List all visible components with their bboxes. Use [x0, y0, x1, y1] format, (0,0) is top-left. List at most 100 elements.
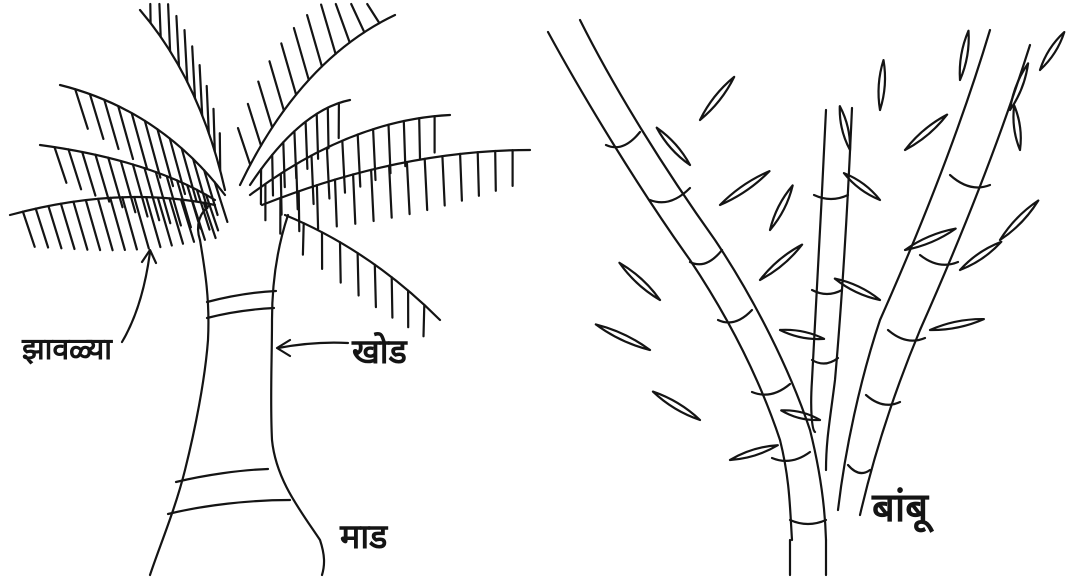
- bamboo-node: [812, 358, 838, 364]
- palm-leaflet: [351, 4, 364, 32]
- bamboo-leaf: [1013, 105, 1020, 150]
- palm-leaflet: [185, 30, 188, 82]
- palm-leaflet: [327, 148, 330, 199]
- bamboo-culm-edge: [838, 30, 990, 510]
- bamboo-leaf: [770, 185, 793, 230]
- palm-leaflet: [303, 223, 304, 255]
- palm-leaflet: [294, 131, 296, 178]
- palm-leaflet: [328, 108, 329, 149]
- palm-trunk-right-edge: [271, 215, 324, 575]
- bamboo-node: [790, 520, 826, 524]
- label-leaflets: झावळ्या: [22, 335, 112, 365]
- bamboo-leaf: [780, 330, 824, 339]
- palm-leaflet: [495, 151, 496, 191]
- palm-leaflet: [335, 180, 337, 227]
- palm-leaflet: [312, 156, 314, 205]
- palm-leaflet: [104, 100, 118, 149]
- bamboo-leaf: [760, 245, 802, 280]
- palm-leaflet: [82, 152, 95, 196]
- label-bamboo: बांबू: [872, 488, 928, 528]
- palm-leaflet: [75, 89, 88, 129]
- bamboo-culm-edge: [811, 110, 826, 432]
- bamboo-clump: [548, 20, 1064, 575]
- palm-leaflet: [181, 200, 194, 242]
- palm-leaflet: [96, 155, 110, 202]
- palm-leaflet: [23, 212, 35, 247]
- bamboo-leaves: [596, 31, 1065, 460]
- palm-leaflet: [375, 265, 376, 307]
- palm-leaflet: [159, 4, 160, 37]
- palm-frond-rachis: [285, 215, 440, 320]
- bamboo-leaf: [657, 128, 690, 165]
- palm-leaflet: [392, 277, 393, 317]
- palm-leaflet: [299, 191, 300, 231]
- palm-leaflet: [281, 43, 296, 94]
- bamboo-leaf: [730, 445, 778, 460]
- palm-leaflet: [248, 104, 261, 146]
- palm-frond-rachis: [250, 100, 350, 185]
- palm-leaflet: [272, 155, 273, 196]
- palm-leaflet: [371, 170, 374, 221]
- palm-trunk-ring: [207, 308, 274, 318]
- palm-trunk-ring: [168, 500, 290, 514]
- palm-leaflet: [358, 253, 359, 296]
- bamboo-leaf: [840, 106, 850, 150]
- palm-leaflet: [358, 135, 361, 187]
- palm-leaflet: [238, 128, 250, 165]
- palm-fronds: [10, 4, 530, 336]
- palm-leaflet: [340, 242, 341, 282]
- bamboo-leaf: [1010, 63, 1028, 110]
- palm-leaflet: [214, 109, 215, 152]
- bamboo-node: [690, 250, 722, 264]
- bamboo-leaf: [720, 171, 770, 205]
- palm-leaflet: [317, 114, 318, 159]
- palm-leaflet: [317, 185, 318, 229]
- bamboo-culm-edge: [548, 32, 792, 540]
- palm-leaflet: [86, 200, 100, 250]
- leaflets-arrow: [122, 252, 150, 342]
- palm-leaflet: [424, 305, 425, 336]
- palm-frond-rachis: [262, 150, 530, 205]
- palm-leaflet: [146, 197, 160, 247]
- bamboo-node: [848, 465, 870, 473]
- palm-leaflet: [407, 162, 410, 214]
- bamboo-leaf: [653, 392, 700, 420]
- trunk-arrow: [278, 343, 348, 348]
- bamboo-leaf: [1040, 32, 1064, 70]
- palm-leaflet: [442, 156, 444, 205]
- label-trunk: खोड: [352, 335, 407, 369]
- palm-leaflet: [353, 174, 355, 223]
- palm-leaflet: [36, 209, 48, 248]
- palm-leaflet: [460, 154, 462, 201]
- bamboo-node: [814, 195, 848, 199]
- palm-leaflet: [373, 129, 375, 180]
- bamboo-leaf: [619, 263, 660, 300]
- palm-leaflet: [118, 106, 133, 159]
- palm-frond-rachis: [60, 85, 225, 195]
- palm-leaflet: [176, 16, 179, 66]
- palm-leaflet: [419, 118, 420, 159]
- palm-leaflet: [425, 159, 428, 210]
- bamboo-leaf: [905, 115, 947, 150]
- label-stem: माड: [340, 520, 387, 554]
- bamboo-leaf: [781, 410, 820, 420]
- palm-leaflet: [61, 204, 75, 249]
- palm-leaflet: [307, 15, 322, 66]
- palm-leaflet: [98, 199, 113, 250]
- bamboo-leaf: [960, 242, 1001, 270]
- bamboo-node: [772, 452, 810, 461]
- palm-leaflet: [283, 142, 285, 187]
- palm-leaflet: [48, 206, 61, 248]
- bamboo-node: [752, 384, 790, 395]
- palm-leaflet: [122, 197, 137, 249]
- bamboo-leaf: [960, 31, 969, 80]
- bamboo-leaf: [879, 60, 886, 110]
- palm-leaflet: [258, 82, 272, 128]
- bamboo-leaf: [700, 77, 734, 120]
- palm-leaflet: [306, 122, 308, 169]
- bamboo-leaf: [930, 319, 984, 330]
- coconut-palm: [10, 4, 530, 575]
- palm-leaflet: [69, 149, 82, 189]
- palm-leaflet: [90, 94, 104, 139]
